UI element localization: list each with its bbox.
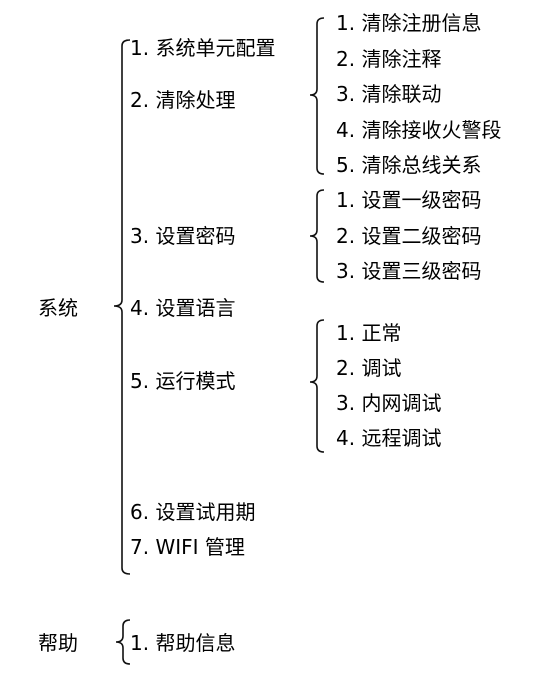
help-brace — [115, 619, 131, 665]
root-system-label: 系统 — [38, 296, 78, 320]
runmode-sub-1: 1. 正常 — [336, 321, 402, 345]
runmode-sub-3: 3. 内网调试 — [336, 391, 442, 415]
runmode-brace — [309, 319, 325, 453]
clear-sub-5: 5. 清除总线关系 — [336, 153, 482, 177]
clear-sub-2: 2. 清除注释 — [336, 47, 442, 71]
help-item-1: 1. 帮助信息 — [130, 631, 236, 655]
password-sub-2: 2. 设置二级密码 — [336, 224, 482, 248]
clear-sub-4: 4. 清除接收火警段 — [336, 118, 502, 142]
system-item-7: 7. WIFI 管理 — [130, 535, 245, 559]
system-item-6: 6. 设置试用期 — [130, 500, 256, 524]
system-item-3: 3. 设置密码 — [130, 224, 236, 248]
system-brace — [113, 39, 131, 575]
runmode-sub-2: 2. 调试 — [336, 356, 402, 380]
runmode-sub-4: 4. 远程调试 — [336, 426, 442, 450]
password-sub-3: 3. 设置三级密码 — [336, 259, 482, 283]
system-item-1: 1. 系统单元配置 — [130, 36, 276, 60]
system-item-4: 4. 设置语言 — [130, 296, 236, 320]
password-sub-1: 1. 设置一级密码 — [336, 188, 482, 212]
password-brace — [309, 189, 325, 283]
clear-sub-1: 1. 清除注册信息 — [336, 11, 482, 35]
clear-sub-3: 3. 清除联动 — [336, 82, 442, 106]
system-item-5: 5. 运行模式 — [130, 369, 236, 393]
system-item-2: 2. 清除处理 — [130, 88, 236, 112]
clear-brace — [309, 17, 325, 175]
root-help-label: 帮助 — [38, 631, 78, 655]
